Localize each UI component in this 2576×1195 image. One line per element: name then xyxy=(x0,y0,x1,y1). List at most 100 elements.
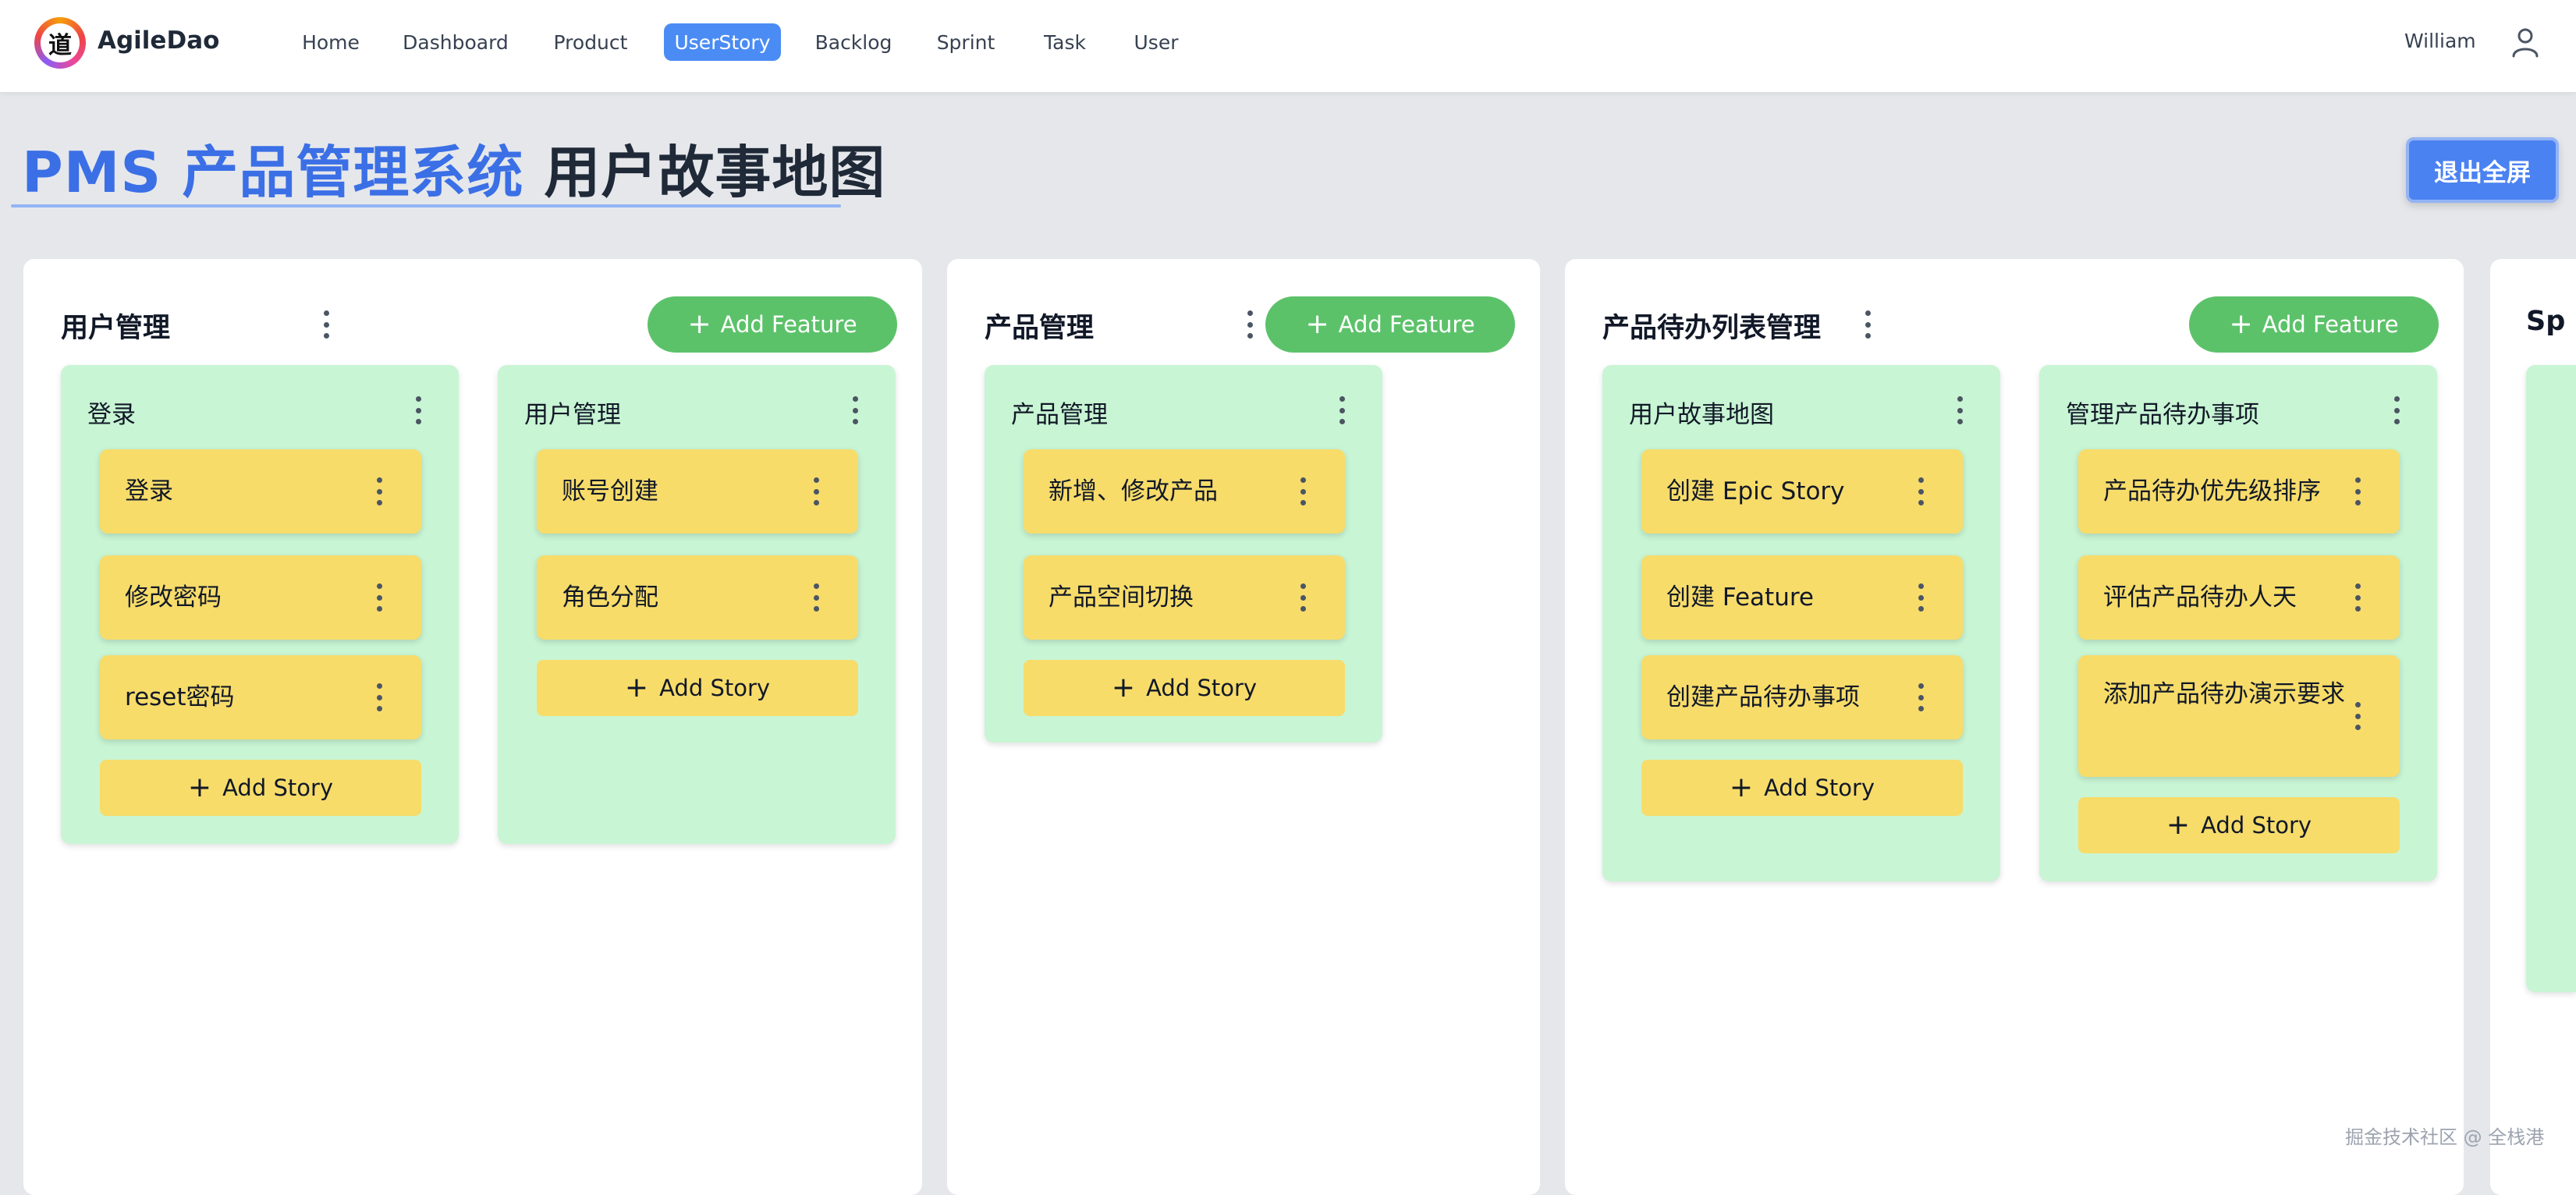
epic-title: Sp xyxy=(2526,306,2566,337)
add-feature-button[interactable]: + Add Feature xyxy=(648,296,897,353)
plus-icon: + xyxy=(187,771,212,803)
add-story-button[interactable]: + Add Story xyxy=(1024,660,1345,716)
epic-more-icon[interactable] xyxy=(321,310,331,339)
add-feature-label: Add Feature xyxy=(720,311,857,338)
feature-title: 登录 xyxy=(87,401,136,429)
story-card[interactable]: 角色分配 xyxy=(537,555,858,640)
story-more-icon[interactable] xyxy=(374,477,384,505)
story-card[interactable]: 新增、修改产品 xyxy=(1024,449,1345,534)
story-text: 创建产品待办事项 xyxy=(1666,683,1860,711)
add-story-button[interactable]: +Add Story xyxy=(2078,797,2400,853)
add-feature-label: Add Feature xyxy=(2262,311,2399,338)
story-text: 角色分配 xyxy=(562,583,658,612)
story-card[interactable]: 添加产品待办演示要求 xyxy=(2078,655,2400,777)
story-text: reset密码 xyxy=(125,683,235,711)
logo-glyph: 道 xyxy=(41,23,80,62)
story-card[interactable]: 创建 Feature xyxy=(1641,555,1963,640)
add-feature-button[interactable]: + Add Feature xyxy=(2189,296,2439,353)
story-text: 创建 Feature xyxy=(1666,583,1814,612)
story-text: 登录 xyxy=(125,477,173,505)
nav-task[interactable]: Task xyxy=(1044,30,1086,54)
exit-fullscreen-button[interactable]: 退出全屏 xyxy=(2406,137,2559,203)
title-underline xyxy=(11,204,841,207)
plus-icon: + xyxy=(624,672,649,704)
story-text: 产品待办优先级排序 xyxy=(2103,477,2321,505)
add-story-button[interactable]: + Add Story xyxy=(100,760,421,816)
nav-product[interactable]: Product xyxy=(553,30,628,54)
epic-more-icon[interactable] xyxy=(1863,310,1872,339)
nav-userstory[interactable]: UserStory xyxy=(664,23,781,61)
plus-icon: + xyxy=(1729,771,1754,803)
story-text: 添加产品待办演示要求 xyxy=(2103,680,2345,708)
nav-home[interactable]: Home xyxy=(302,30,360,54)
feature-more-icon[interactable] xyxy=(1955,396,1964,424)
feature-title: 用户管理 xyxy=(524,401,621,429)
add-story-button[interactable]: + Add Story xyxy=(537,660,858,716)
story-card[interactable]: reset密码 xyxy=(100,655,421,739)
add-feature-label: Add Feature xyxy=(1338,311,1475,338)
story-text: 新增、修改产品 xyxy=(1048,477,1218,505)
story-text: 评估产品待办人天 xyxy=(2103,583,2297,612)
story-card[interactable]: 登录 xyxy=(100,449,421,534)
add-story-label: Add Story xyxy=(2201,812,2312,839)
nav-backlog[interactable]: Backlog xyxy=(814,30,892,54)
current-user-name[interactable]: William xyxy=(2404,30,2476,52)
feature-more-icon[interactable] xyxy=(413,396,423,424)
story-card[interactable]: 修改密码 xyxy=(100,555,421,640)
feature-more-icon[interactable] xyxy=(1337,396,1347,424)
story-text: 修改密码 xyxy=(125,583,222,612)
epic-title: 产品待办列表管理 xyxy=(1602,313,1822,344)
page-title-rest: 用户故事地图 xyxy=(544,140,886,205)
story-more-icon[interactable] xyxy=(1298,477,1308,505)
page-title: PMS 产品管理系统 用户故事地图 xyxy=(22,126,885,208)
add-feature-button[interactable]: + Add Feature xyxy=(1265,296,1515,353)
story-more-icon[interactable] xyxy=(2353,583,2362,612)
story-card[interactable]: 产品待办优先级排序 xyxy=(2078,449,2400,534)
add-story-label: Add Story xyxy=(1146,675,1258,701)
brand-name[interactable]: AgileDao xyxy=(98,27,220,55)
epic-title: 用户管理 xyxy=(61,313,171,344)
story-card[interactable]: 账号创建 xyxy=(537,449,858,534)
top-navbar: 道 AgileDao Home Dashboard Product UserSt… xyxy=(0,0,2576,92)
story-more-icon[interactable] xyxy=(2353,477,2362,505)
nav-user[interactable]: User xyxy=(1134,30,1179,54)
feature-title: 用户故事地图 xyxy=(1629,401,1774,429)
story-more-icon[interactable] xyxy=(374,583,384,612)
feature-more-icon[interactable] xyxy=(850,396,860,424)
story-text: 产品空间切换 xyxy=(1048,583,1194,612)
plus-icon: + xyxy=(687,308,711,340)
story-card[interactable]: 创建产品待办事项 xyxy=(1641,655,1963,739)
watermark: 掘金技术社区 @ 全栈港 xyxy=(2345,1126,2545,1148)
story-text: 账号创建 xyxy=(562,477,658,505)
page-title-accent: PMS 产品管理系统 xyxy=(22,140,524,205)
plus-icon: + xyxy=(2229,308,2253,340)
story-text: 创建 Epic Story xyxy=(1666,477,1845,505)
story-more-icon[interactable] xyxy=(811,477,821,505)
story-card[interactable]: 评估产品待办人天 xyxy=(2078,555,2400,640)
story-more-icon[interactable] xyxy=(2353,702,2362,730)
story-more-icon[interactable] xyxy=(1916,477,1925,505)
story-more-icon[interactable] xyxy=(1298,583,1308,612)
feature-title: 管理产品待办事项 xyxy=(2066,401,2259,429)
nav-sprint[interactable]: Sprint xyxy=(936,30,995,54)
story-more-icon[interactable] xyxy=(1916,583,1925,612)
nav-dashboard[interactable]: Dashboard xyxy=(403,30,509,54)
app-logo[interactable]: 道 xyxy=(34,17,86,69)
story-more-icon[interactable] xyxy=(811,583,821,612)
add-story-label: Add Story xyxy=(659,675,771,701)
feature-title: 产品管理 xyxy=(1011,401,1108,429)
plus-icon: + xyxy=(1305,308,1329,340)
story-more-icon[interactable] xyxy=(1916,683,1925,711)
epic-more-icon[interactable] xyxy=(1245,310,1254,339)
feature-more-icon[interactable] xyxy=(2392,396,2401,424)
story-card[interactable]: 产品空间切换 xyxy=(1024,555,1345,640)
story-more-icon[interactable] xyxy=(374,683,384,711)
story-card[interactable]: 创建 Epic Story xyxy=(1641,449,1963,534)
epic-title: 产品管理 xyxy=(985,313,1095,344)
add-story-label: Add Story xyxy=(1764,775,1875,801)
add-story-label: Add Story xyxy=(222,775,334,801)
plus-icon: + xyxy=(1111,672,1136,704)
user-icon[interactable] xyxy=(2510,27,2540,58)
feature-card xyxy=(2526,365,2576,992)
add-story-button[interactable]: + Add Story xyxy=(1641,760,1963,816)
